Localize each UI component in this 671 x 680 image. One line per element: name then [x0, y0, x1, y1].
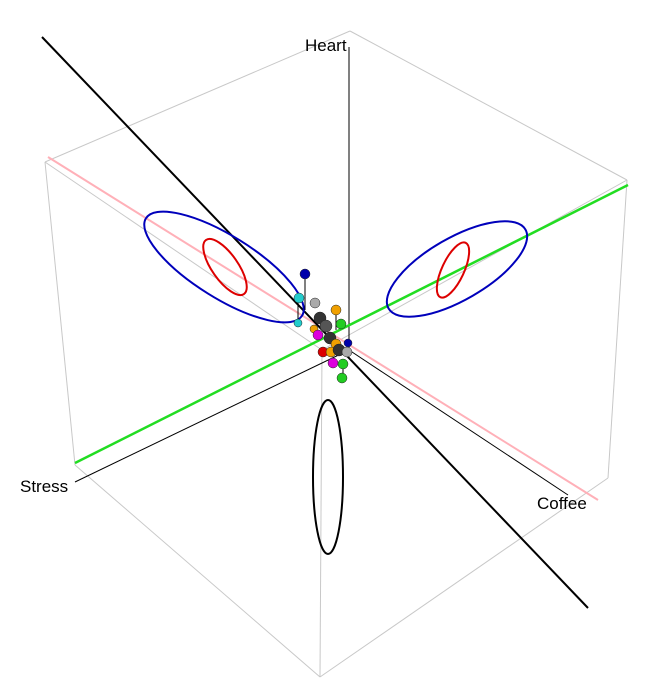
green-projection-line: [74, 183, 629, 465]
box-edge: [44, 161, 323, 351]
box-edge: [321, 179, 628, 351]
axes: [74, 47, 569, 496]
heart-axis-label: Heart: [305, 36, 347, 55]
data-point[interactable]: [330, 304, 342, 316]
data-point[interactable]: [341, 346, 353, 358]
data-point[interactable]: [337, 358, 349, 370]
regression-line: [41, 36, 589, 609]
data-point[interactable]: [293, 318, 303, 328]
data-points: [293, 268, 353, 384]
coffee-axis-line: [348, 349, 569, 496]
right-outer-ellipse: [385, 220, 529, 318]
data-point[interactable]: [336, 372, 348, 384]
stress-axis-label: Stress: [20, 477, 68, 496]
data-point[interactable]: [319, 319, 333, 333]
data-point[interactable]: [312, 329, 324, 341]
box-edge: [44, 161, 76, 466]
data-point[interactable]: [293, 292, 305, 304]
bounding-box: [44, 30, 628, 678]
box-edge: [319, 477, 609, 678]
data-point[interactable]: [343, 338, 353, 348]
box-edge: [349, 30, 628, 181]
box-edge: [607, 179, 628, 479]
data-point[interactable]: [327, 357, 339, 369]
box-edge: [44, 30, 351, 163]
box-edge: [74, 464, 321, 678]
right-inner-ellipse: [435, 241, 471, 299]
data-point[interactable]: [299, 268, 311, 280]
coffee-axis-label: Coffee: [537, 494, 587, 513]
data-point[interactable]: [309, 297, 321, 309]
floor-ellipse: [312, 399, 344, 555]
box-edge: [319, 349, 323, 678]
data-point[interactable]: [335, 318, 347, 330]
left-inner-ellipse: [202, 237, 248, 297]
left-outer-ellipse: [143, 210, 305, 324]
stress-axis-line: [74, 349, 350, 483]
